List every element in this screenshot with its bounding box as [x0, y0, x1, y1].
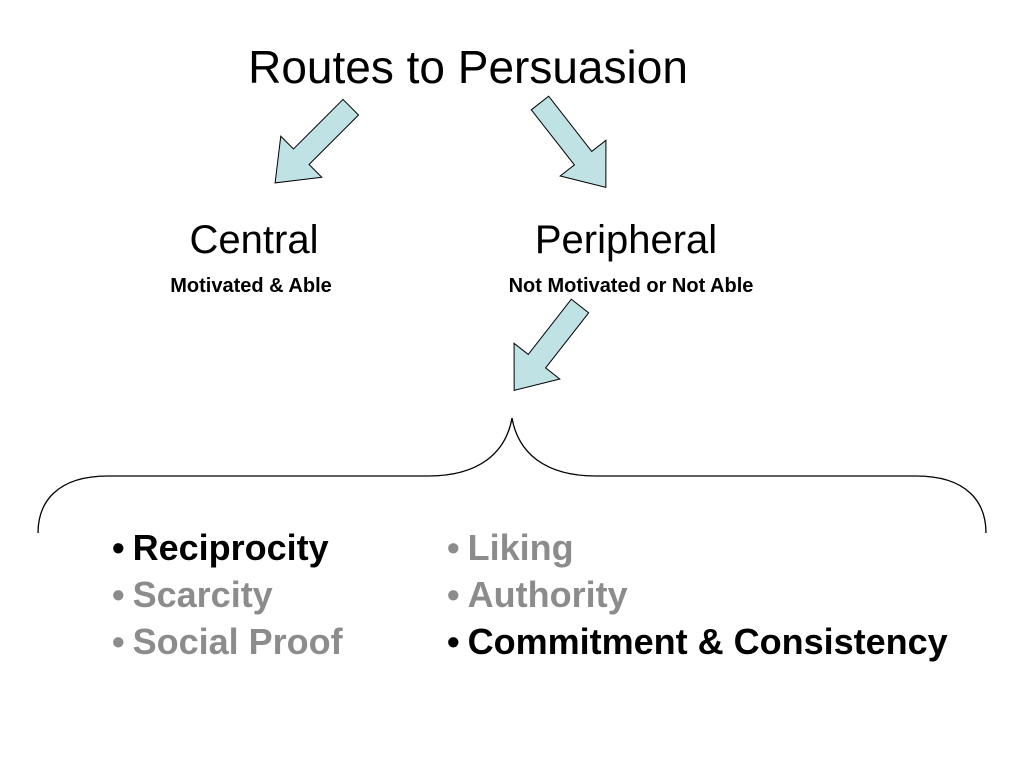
principles-brace — [37, 417, 987, 534]
slide-title: Routes to Persuasion — [248, 41, 688, 93]
principle-label: Scarcity — [132, 574, 273, 615]
arrow-to-central-icon — [274, 98, 360, 184]
bullet-icon: • — [112, 621, 125, 662]
principle-label: Social Proof — [132, 621, 343, 662]
central-route-description: Motivated & Able — [170, 275, 332, 297]
principle-item: •Liking — [447, 524, 948, 571]
bullet-icon: • — [447, 574, 460, 615]
central-route-label: Central — [189, 218, 319, 262]
bullet-icon: • — [447, 527, 460, 568]
bullet-icon: • — [112, 527, 125, 568]
bullet-icon: • — [112, 574, 125, 615]
arrow-to-peripheral-icon — [530, 95, 607, 188]
principle-item: •Authority — [447, 571, 948, 618]
bullet-icon: • — [447, 621, 460, 662]
peripheral-route-label: Peripheral — [534, 218, 718, 262]
principle-label: Authority — [467, 574, 628, 615]
principle-label: Liking — [467, 527, 574, 568]
principle-label: Reciprocity — [132, 527, 329, 568]
principle-item: •Reciprocity — [112, 524, 343, 571]
principle-item: •Scarcity — [112, 571, 343, 618]
peripheral-route-description: Not Motivated or Not Able — [508, 275, 754, 297]
principle-label: Commitment & Consistency — [467, 621, 948, 662]
principles-list-left: •Reciprocity •Scarcity •Social Proof — [112, 524, 343, 665]
arrow-to-principles-icon — [513, 298, 590, 391]
principle-item: •Commitment & Consistency — [447, 618, 948, 665]
principles-list-right: •Liking •Authority •Commitment & Consist… — [447, 524, 948, 665]
principle-item: •Social Proof — [112, 618, 343, 665]
